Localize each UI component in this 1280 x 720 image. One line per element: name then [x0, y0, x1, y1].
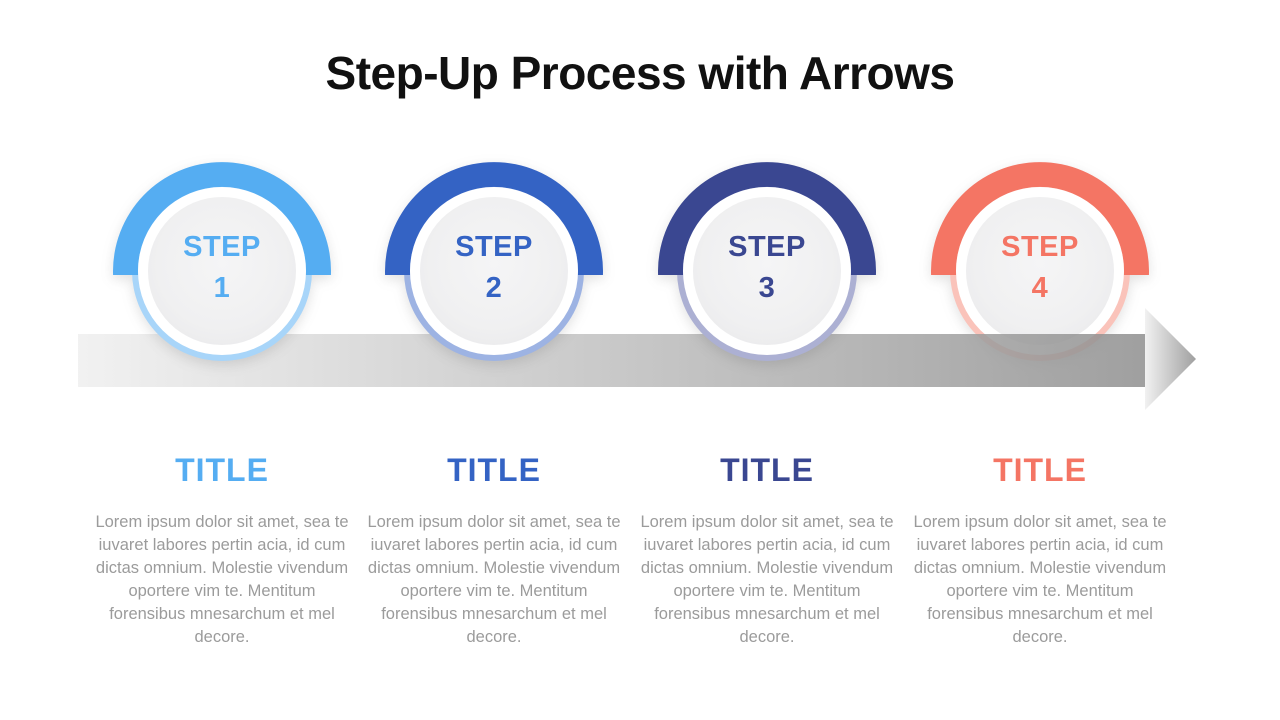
- step-3-description: Lorem ipsum dolor sit amet, sea te iuvar…: [640, 513, 894, 646]
- step-1-text-column: TITLE Lorem ipsum dolor sit amet, sea te…: [82, 452, 362, 649]
- step-2-inner-disc: [420, 197, 568, 345]
- step-1-label: STEP 1: [107, 153, 337, 383]
- step-4-description: Lorem ipsum dolor sit amet, sea te iuvar…: [913, 513, 1167, 646]
- step-word: STEP: [455, 231, 533, 263]
- step-number: 2: [485, 272, 503, 304]
- step-1-ring-graphic: [113, 162, 331, 361]
- step-2-description: Lorem ipsum dolor sit amet, sea te iuvar…: [367, 513, 621, 646]
- arrow-head: [1145, 308, 1196, 410]
- step-2-text-column: TITLE Lorem ipsum dolor sit amet, sea te…: [354, 452, 634, 649]
- step-4-top-arc: [931, 162, 1149, 275]
- step-3-label: STEP 3: [652, 153, 882, 383]
- step-3-ring-graphic: [658, 162, 876, 361]
- step-2-circle: STEP 2: [379, 156, 609, 386]
- step-3-top-arc: [658, 162, 876, 275]
- step-1-description: Lorem ipsum dolor sit amet, sea te iuvar…: [95, 513, 349, 646]
- step-4-ring-graphic: [931, 162, 1149, 361]
- step-number: 1: [213, 272, 231, 304]
- step-word: STEP: [1001, 231, 1079, 263]
- step-2-ring-graphic: [385, 162, 603, 361]
- step-1-top-arc: [113, 162, 331, 275]
- step-number: 3: [758, 272, 776, 304]
- step-number: 4: [1031, 272, 1049, 304]
- step-4-title: TITLE: [993, 452, 1087, 488]
- step-3-text-column: TITLE Lorem ipsum dolor sit amet, sea te…: [627, 452, 907, 649]
- step-word: STEP: [183, 231, 261, 263]
- step-4-inner-disc: [966, 197, 1114, 345]
- step-1-inner-disc: [148, 197, 296, 345]
- slide-title: Step-Up Process with Arrows: [325, 47, 955, 99]
- step-1-circle: STEP 1: [107, 156, 337, 386]
- step-1-title: TITLE: [175, 452, 269, 488]
- step-2-top-arc: [385, 162, 603, 275]
- step-2-label: STEP 2: [379, 153, 609, 383]
- step-2-title: TITLE: [447, 452, 541, 488]
- step-4-label: STEP 4: [925, 153, 1155, 383]
- step-4-circle: STEP 4: [925, 156, 1155, 386]
- step-3-inner-disc: [693, 197, 841, 345]
- step-3-circle: STEP 3: [652, 156, 882, 386]
- step-3-title: TITLE: [720, 452, 814, 488]
- step-word: STEP: [728, 231, 806, 263]
- step-4-text-column: TITLE Lorem ipsum dolor sit amet, sea te…: [900, 452, 1180, 649]
